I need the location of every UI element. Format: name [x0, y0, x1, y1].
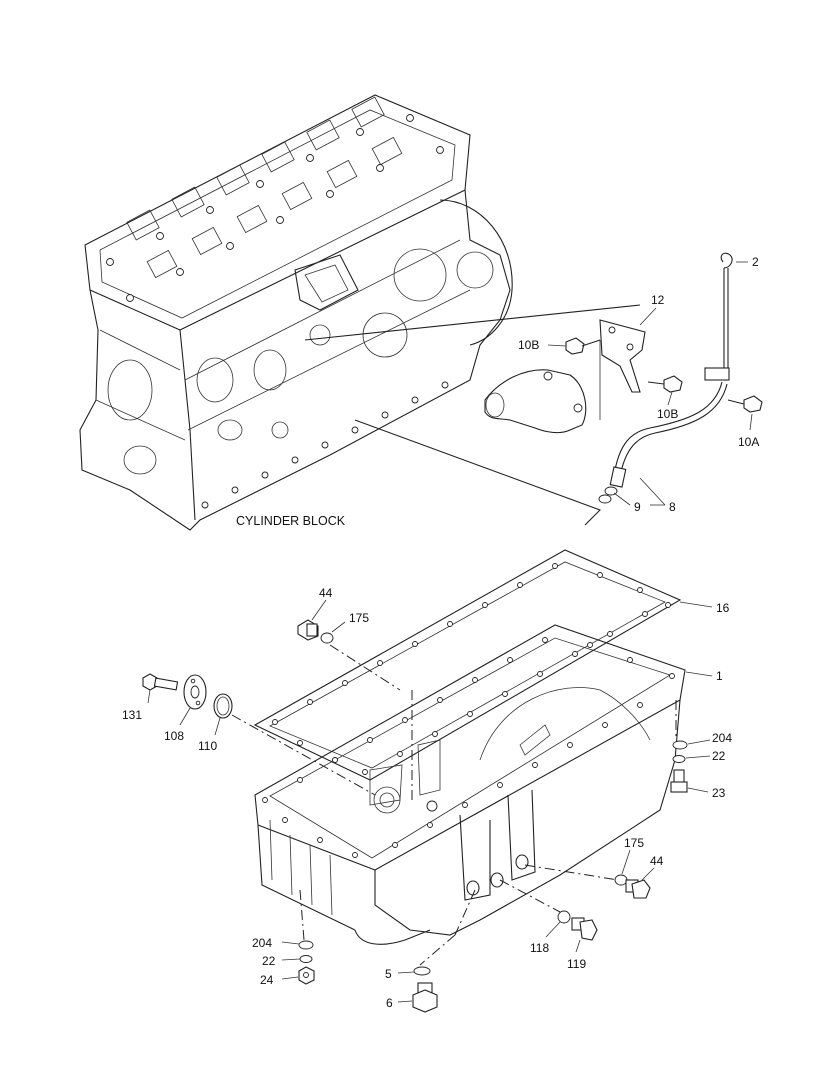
plug-44-right: [625, 867, 655, 899]
label-22-right: 22: [712, 749, 726, 763]
flange-108: [179, 674, 207, 726]
drain-plug-6: [397, 982, 438, 1013]
bolt-10b-left: [565, 337, 601, 355]
label-10b-right: 10B: [657, 407, 678, 421]
dipstick-assembly-drawing: [304, 252, 763, 526]
bolt-10b-right: [647, 375, 683, 393]
bolt-10a: [727, 395, 763, 413]
label-1: 1: [716, 669, 723, 683]
gasket-5: [397, 966, 431, 976]
label-175-top: 175: [349, 611, 369, 625]
label-5: 5: [385, 967, 392, 981]
label-44-right: 44: [650, 854, 664, 868]
label-24: 24: [260, 973, 274, 987]
label-110: 110: [198, 739, 217, 753]
label-204-right: 204: [712, 731, 732, 745]
assembly-centerlines: [231, 644, 677, 966]
oring-110: [213, 693, 233, 736]
label-204-left: 204: [252, 936, 272, 950]
label-12: 12: [651, 293, 665, 307]
bolt-131: [142, 673, 179, 704]
label-10b-left: 10B: [518, 338, 539, 352]
label-22-left: 22: [262, 954, 276, 968]
label-175-right: 175: [624, 836, 644, 850]
label-108: 108: [164, 729, 184, 743]
washer-118: [545, 910, 571, 938]
label-16: 16: [716, 601, 730, 615]
bolt-23: [670, 769, 709, 793]
nut-24: [281, 966, 315, 985]
oil-pan-drawing: [254, 624, 713, 945]
label-6: 6: [386, 996, 393, 1010]
label-23: 23: [712, 786, 726, 800]
label-119: 119: [567, 957, 586, 971]
label-2: 2: [752, 255, 759, 269]
cylinder-block-label: CYLINDER BLOCK: [236, 514, 346, 528]
washer-204-right: [672, 739, 711, 750]
label-9: 9: [634, 500, 641, 514]
label-8: 8: [669, 500, 676, 514]
label-44-top: 44: [319, 586, 333, 600]
label-10a: 10A: [738, 435, 759, 449]
plug-44-top: [297, 599, 327, 641]
washer-204-left: [281, 940, 314, 950]
washer-175-top: [320, 621, 346, 644]
label-131: 131: [122, 708, 142, 722]
plug-119: [571, 917, 598, 953]
cylinder-block-drawing: CYLINDER BLOCK: [79, 94, 513, 531]
label-118: 118: [530, 941, 549, 955]
lockwasher-22-left: [281, 955, 313, 963]
part-labels: 2 12 10B 10B 10A 9 8 44 175 16 1 131 108…: [122, 255, 759, 1010]
lockwasher-22-right: [672, 755, 711, 763]
